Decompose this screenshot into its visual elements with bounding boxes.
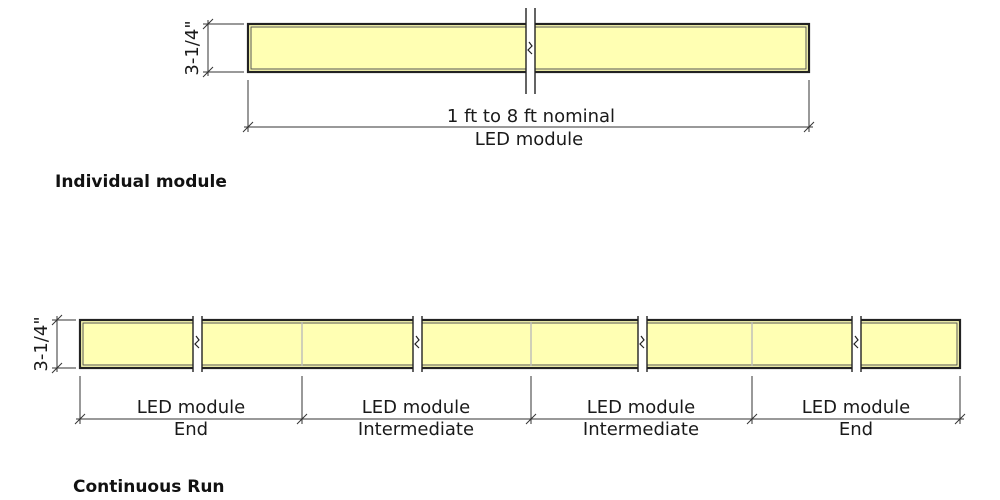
continuous-run-group: 3-1/4" LED module End LED module Interme… bbox=[31, 314, 966, 440]
continuous-segment-dimensions: LED module End LED module Intermediate L… bbox=[74, 376, 966, 440]
run-break-symbol bbox=[192, 316, 203, 372]
continuous-run-caption: Continuous Run bbox=[73, 477, 225, 497]
individual-length-label: 1 ft to 8 ft nominal bbox=[447, 106, 615, 127]
continuous-height-label: 3-1/4" bbox=[31, 316, 52, 371]
segment-label: LED module bbox=[587, 397, 695, 418]
continuous-height-dimension: 3-1/4" bbox=[31, 314, 76, 374]
segment-type: End bbox=[839, 419, 873, 440]
individual-height-dimension: 3-1/4" bbox=[182, 18, 244, 78]
segment-label: LED module bbox=[802, 397, 910, 418]
run-break-symbol bbox=[851, 316, 862, 372]
run-break-symbol bbox=[412, 316, 423, 372]
segment-label: LED module bbox=[362, 397, 470, 418]
individual-height-label: 3-1/4" bbox=[182, 20, 203, 75]
segment-type: Intermediate bbox=[583, 419, 699, 440]
continuous-run-body bbox=[78, 318, 962, 370]
individual-module-label: LED module bbox=[475, 129, 583, 150]
individual-module-group: 3-1/4" 1 ft to 8 ft nominal LED module bbox=[182, 8, 815, 150]
continuous-run-lens-edge bbox=[82, 322, 958, 366]
segment-label: LED module bbox=[137, 397, 245, 418]
segment-type: End bbox=[174, 419, 208, 440]
individual-module-break-symbol bbox=[525, 8, 536, 94]
run-break-symbol bbox=[637, 316, 648, 372]
segment-type: Intermediate bbox=[358, 419, 474, 440]
individual-module-caption: Individual module bbox=[55, 172, 227, 192]
individual-length-dimension: 1 ft to 8 ft nominal LED module bbox=[242, 80, 815, 150]
